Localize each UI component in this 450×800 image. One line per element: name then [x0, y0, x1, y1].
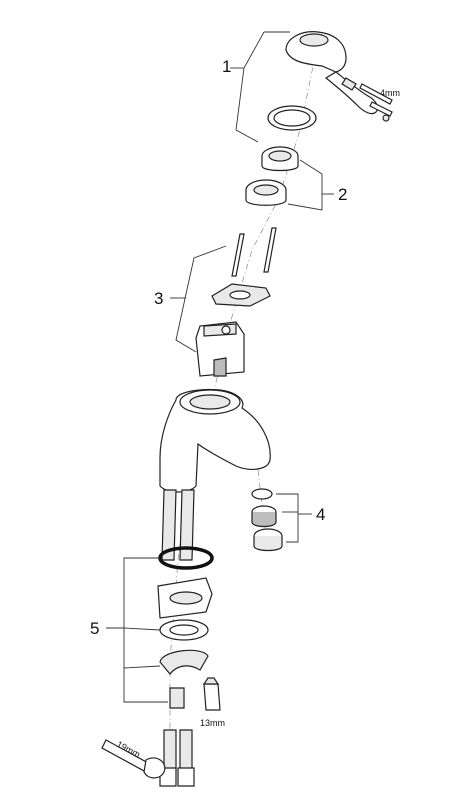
callout-5: 5: [90, 619, 99, 638]
callout-1: 1: [222, 57, 231, 76]
part-cartridge-nut: [261, 146, 299, 172]
part-cartridge: [195, 321, 245, 377]
bracket-5: [106, 557, 168, 703]
bracket-2: [287, 159, 334, 211]
dimension-allen-key: 4mm: [380, 88, 400, 98]
part-aerator-housing: [253, 528, 283, 552]
part-grub-screw: [341, 77, 357, 91]
part-threaded-stud: [169, 687, 185, 709]
part-faucet-body: [159, 388, 271, 493]
part-cover-ring: [267, 105, 317, 131]
callout-3: 3: [154, 289, 163, 308]
part-support-block: [157, 577, 213, 619]
part-hose-nuts: [159, 767, 195, 787]
part-fixing-bolts: [231, 227, 277, 277]
part-lever-handle: [285, 31, 379, 115]
part-washer-ring: [159, 619, 209, 641]
bracket-1: [230, 31, 290, 143]
bracket-4: [276, 493, 312, 543]
dimension-hex-socket: 13mm: [200, 718, 225, 728]
part-spanner-wrench: [101, 739, 166, 779]
part-fixing-horseshoe: [159, 649, 209, 675]
callout-4: 4: [316, 505, 325, 524]
part-flex-hoses-upper: [161, 489, 195, 561]
part-aerator-insert: [251, 505, 277, 528]
callout-2: 2: [338, 185, 347, 204]
part-aerator-washer: [251, 488, 273, 500]
part-hex-socket: [202, 677, 221, 711]
bracket-3: [170, 245, 227, 353]
part-allen-key: [359, 83, 393, 122]
part-flex-hoses-lower: [163, 729, 193, 771]
part-cover-plate: [211, 283, 271, 307]
part-adapter-ring: [245, 179, 287, 206]
